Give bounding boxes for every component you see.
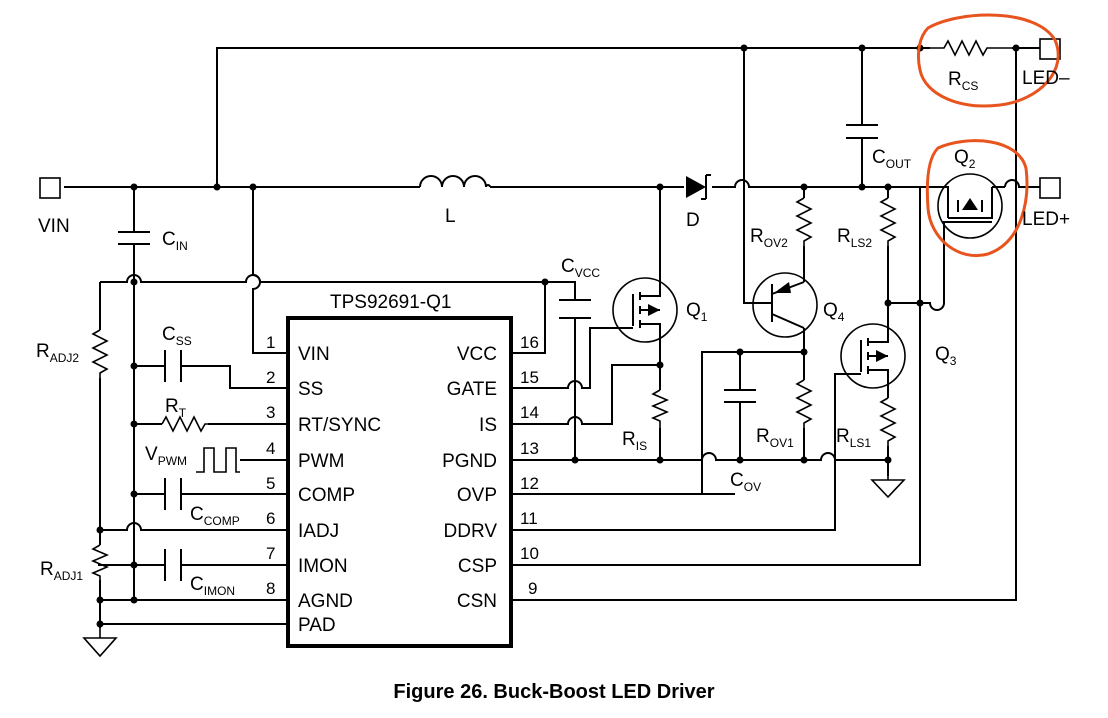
ris-label: RIS <box>622 429 647 453</box>
vpwm-label: VPWM <box>145 444 187 468</box>
led-plus-terminal <box>1039 177 1061 199</box>
highlight-rcs-circle <box>916 13 1060 108</box>
pin-name: IMON <box>298 556 348 577</box>
ic-right-pins: 16 VCC 15 GATE 14 IS 13 PGND 12 OVP 11 D… <box>442 333 539 612</box>
pin-number: 2 <box>266 368 275 387</box>
pin-number: 13 <box>520 439 539 458</box>
inductor-label: L <box>445 206 456 227</box>
pin-name: RT/SYNC <box>298 415 381 436</box>
led-plus-label: LED+ <box>1022 209 1070 230</box>
led-minus-label: LED– <box>1022 68 1070 89</box>
ccomp-capacitor-symbol <box>164 478 182 510</box>
rov1-label: ROV1 <box>756 426 794 450</box>
pin-name: SS <box>298 379 323 400</box>
pin-number: 10 <box>520 544 539 563</box>
css-capacitor-symbol <box>164 350 182 382</box>
vin-terminal <box>39 177 61 199</box>
q4-label: Q4 <box>823 300 845 324</box>
cout-capacitor-symbol <box>846 124 878 139</box>
cin-capacitor-symbol <box>118 231 150 245</box>
ic-pad-label: PAD <box>298 615 336 636</box>
pin-number: 12 <box>520 474 539 493</box>
cimon-label: CIMON <box>190 574 235 598</box>
ccomp-label: CCOMP <box>190 504 240 528</box>
ic-name-label: TPS92691-Q1 <box>330 292 451 313</box>
rls2-label: RLS2 <box>837 226 872 250</box>
q4-bjt-symbol <box>752 272 818 338</box>
pin-name: PWM <box>298 451 344 472</box>
wires <box>64 47 1040 628</box>
pin-number: 8 <box>266 579 275 598</box>
radj2-resistor-symbol <box>91 329 109 378</box>
cimon-capacitor-symbol <box>164 549 182 581</box>
pin-name: GATE <box>447 379 497 400</box>
rov2-resistor-symbol <box>795 197 813 246</box>
cvcc-label: CVCC <box>561 256 600 280</box>
rls1-label: RLS1 <box>836 426 871 450</box>
rt-label: RT <box>165 396 187 420</box>
rcs-label: RCS <box>948 69 978 93</box>
pin-number: 16 <box>520 333 539 352</box>
pin-number: 14 <box>520 403 539 422</box>
cov-label: COV <box>730 470 761 494</box>
css-label: CSS <box>162 324 192 348</box>
pin-name: VCC <box>457 344 497 365</box>
inductor-l-symbol <box>419 175 491 188</box>
q2-mosfet-symbol <box>935 173 1005 239</box>
radj2-label: RADJ2 <box>36 341 79 365</box>
q2-label: Q2 <box>954 147 976 171</box>
junction-dots <box>96 44 1020 628</box>
pin-name: CSP <box>458 556 497 577</box>
q1-label: Q1 <box>686 300 708 324</box>
pin-name: COMP <box>298 485 355 506</box>
q3-mosfet-symbol <box>840 323 906 389</box>
rcs-resistor-symbol <box>930 39 1012 57</box>
highlight-q2-circle <box>925 139 1029 257</box>
rov1-resistor-symbol <box>795 379 813 428</box>
rov2-label: ROV2 <box>750 226 788 250</box>
pin-name: PGND <box>442 451 497 472</box>
pin-number: 9 <box>528 579 537 598</box>
pin-number: 1 <box>266 333 275 352</box>
pin-number: 11 <box>520 509 538 528</box>
q3-label: Q3 <box>935 344 957 368</box>
rls2-resistor-symbol <box>879 197 897 246</box>
radj1-resistor-symbol <box>90 544 110 580</box>
pin-name: CSN <box>457 591 497 612</box>
pin-number: 6 <box>266 509 275 528</box>
cvcc-capacitor-symbol <box>559 299 591 319</box>
pin-name: VIN <box>298 344 330 365</box>
labels: VIN LED– LED+ L D CIN COUT RCS Q2 Q1 Q4 … <box>36 68 1070 598</box>
vpwm-pulse-symbol <box>196 447 240 473</box>
q1-mosfet-symbol <box>612 277 678 343</box>
ic-left-pins: 1 VIN 2 SS 3 RT/SYNC 4 PWM 5 COMP 6 IADJ… <box>266 333 381 612</box>
pin-number: 7 <box>266 544 275 563</box>
ic-body <box>286 316 513 648</box>
diode-label: D <box>686 210 700 231</box>
vin-label: VIN <box>38 216 70 237</box>
pin-name: IS <box>479 415 497 436</box>
pin-name: OVP <box>457 485 497 506</box>
pin-number: 4 <box>266 439 275 458</box>
pin-number: 3 <box>266 403 275 422</box>
radj1-label: RADJ1 <box>40 559 83 583</box>
ground-left-icon <box>82 628 118 658</box>
led-minus-terminal <box>1039 38 1061 60</box>
ground-right-icon <box>870 476 906 499</box>
cov-capacitor-symbol <box>724 389 756 403</box>
diode-d-symbol <box>686 174 711 200</box>
cin-label: CIN <box>162 229 188 253</box>
rls1-resistor-symbol <box>879 397 897 446</box>
pin-name: DDRV <box>444 521 498 542</box>
pin-number: 5 <box>266 474 275 493</box>
ris-resistor-symbol <box>650 389 670 428</box>
pin-name: IADJ <box>298 521 339 542</box>
rt-resistor-symbol <box>161 415 208 433</box>
figure-caption: Figure 26. Buck-Boost LED Driver <box>393 681 714 703</box>
pin-name: AGND <box>298 591 353 612</box>
cout-label: COUT <box>872 147 912 171</box>
pin-number: 15 <box>520 368 539 387</box>
